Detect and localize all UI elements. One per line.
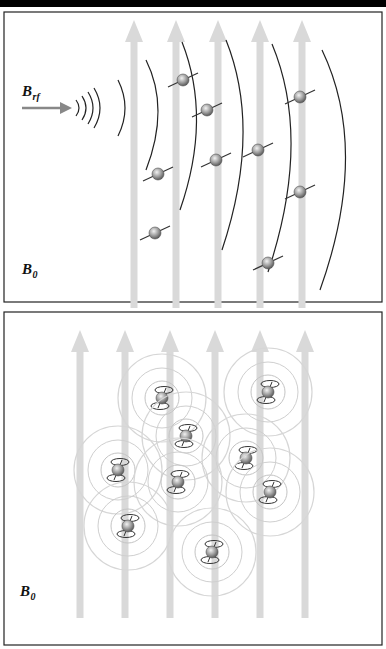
- field-subscript: 0: [33, 270, 38, 280]
- field-symbol: B: [20, 584, 30, 599]
- field-subscript: 0: [31, 592, 36, 602]
- field-symbol: B: [22, 84, 32, 99]
- field-symbol: B: [22, 262, 32, 277]
- field-subscript: rf: [33, 92, 40, 102]
